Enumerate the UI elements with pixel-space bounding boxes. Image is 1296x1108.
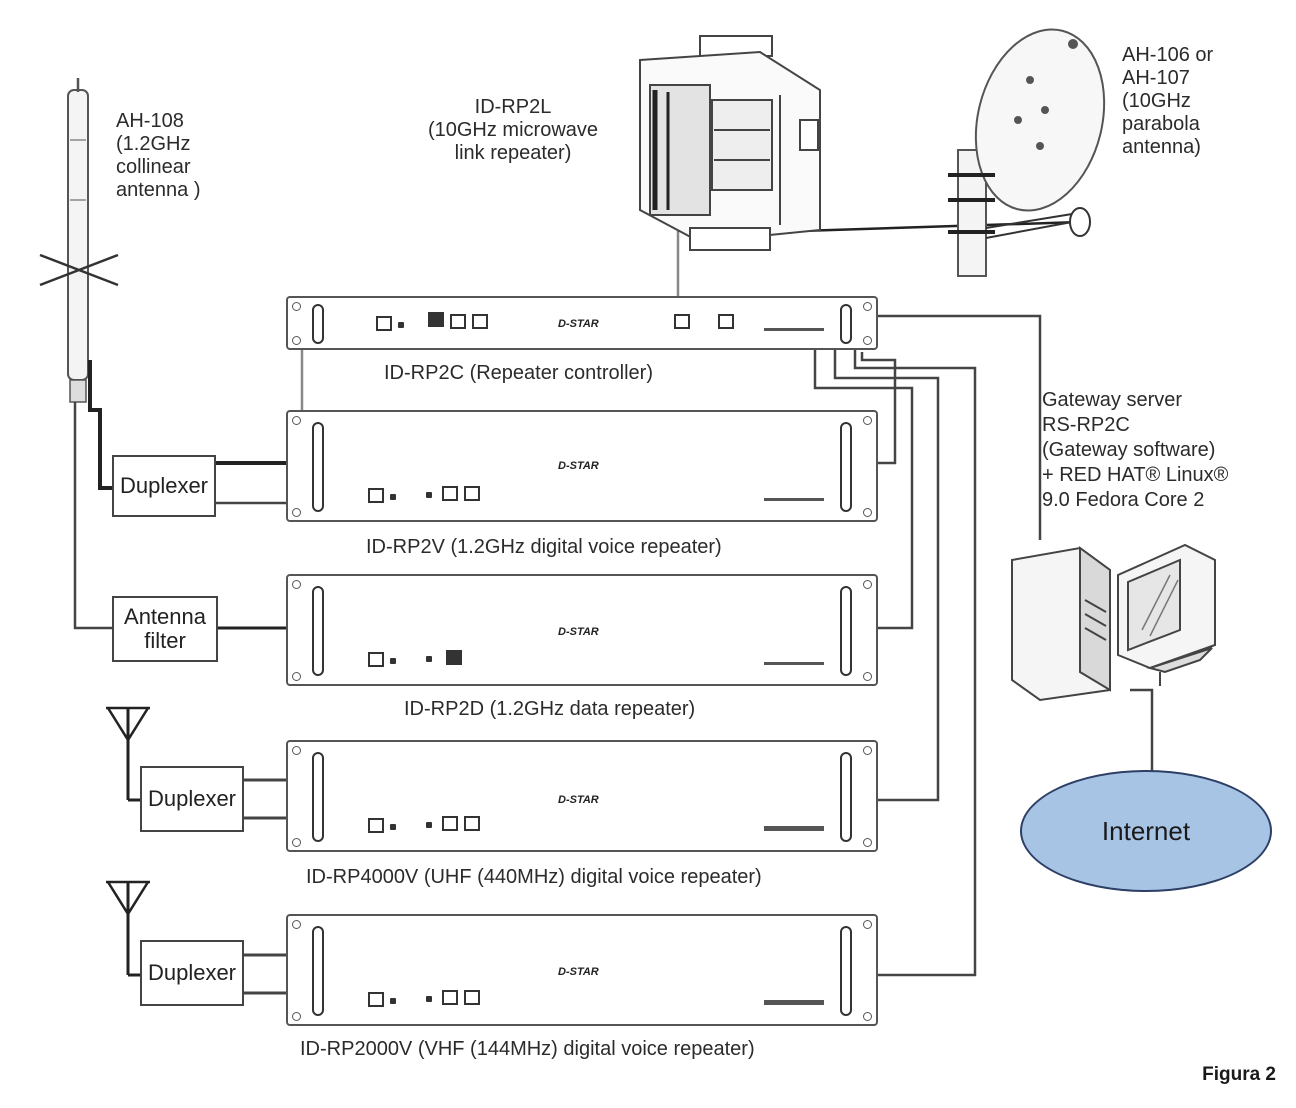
antenna-icon-2	[106, 880, 150, 977]
gateway-computer-icon	[1011, 543, 1216, 702]
panel-brand: D-STAR	[558, 626, 599, 638]
panel-brand: D-STAR	[558, 966, 599, 978]
figure-caption: Figura 2	[1202, 1064, 1276, 1085]
rp2d-label: ID-RP2D (1.2GHz data repeater)	[404, 698, 696, 720]
gateway-server-label: Gateway server RS-RP2C (Gateway software…	[1042, 389, 1229, 511]
repeater-controller-panel: D-STAR	[286, 296, 878, 350]
rp4000v-label: ID-RP4000V (UHF (440MHz) digital voice r…	[306, 866, 762, 888]
digital-voice-repeater-rp2v-panel: D-STAR	[286, 410, 878, 522]
uhf-voice-repeater-rp4000v-panel: D-STAR	[286, 740, 878, 852]
data-repeater-rp2d-panel: D-STAR	[286, 574, 878, 686]
antenna-filter-box: Antenna filter	[112, 596, 218, 662]
panel-brand: D-STAR	[558, 460, 599, 472]
duplexer-box-1: Duplexer	[112, 455, 216, 517]
collinear-antenna-icon	[39, 78, 119, 403]
duplexer-box-2: Duplexer	[140, 766, 244, 832]
microwave-link-repeater-icon	[639, 35, 821, 251]
parabola-antenna-label: AH-106 or AH-107 (10GHz parabola antenna…	[1122, 44, 1214, 158]
controller-label: ID-RP2C (Repeater controller)	[384, 362, 653, 384]
panel-brand: D-STAR	[558, 318, 599, 330]
rp2v-label: ID-RP2V (1.2GHz digital voice repeater)	[366, 536, 722, 558]
parabola-antenna-icon	[948, 28, 1106, 277]
antenna-icon-1	[106, 706, 150, 802]
collinear-antenna-label: AH-108 (1.2GHz collinear antenna )	[116, 110, 201, 201]
vhf-voice-repeater-rp2000v-panel: D-STAR	[286, 914, 878, 1026]
panel-brand: D-STAR	[558, 794, 599, 806]
link-repeater-label: ID-RP2L (10GHz microwave link repeater)	[427, 96, 599, 164]
duplexer-box-3: Duplexer	[140, 940, 244, 1006]
rp2000v-label: ID-RP2000V (VHF (144MHz) digital voice r…	[300, 1038, 755, 1060]
internet-node: Internet	[1020, 770, 1272, 892]
